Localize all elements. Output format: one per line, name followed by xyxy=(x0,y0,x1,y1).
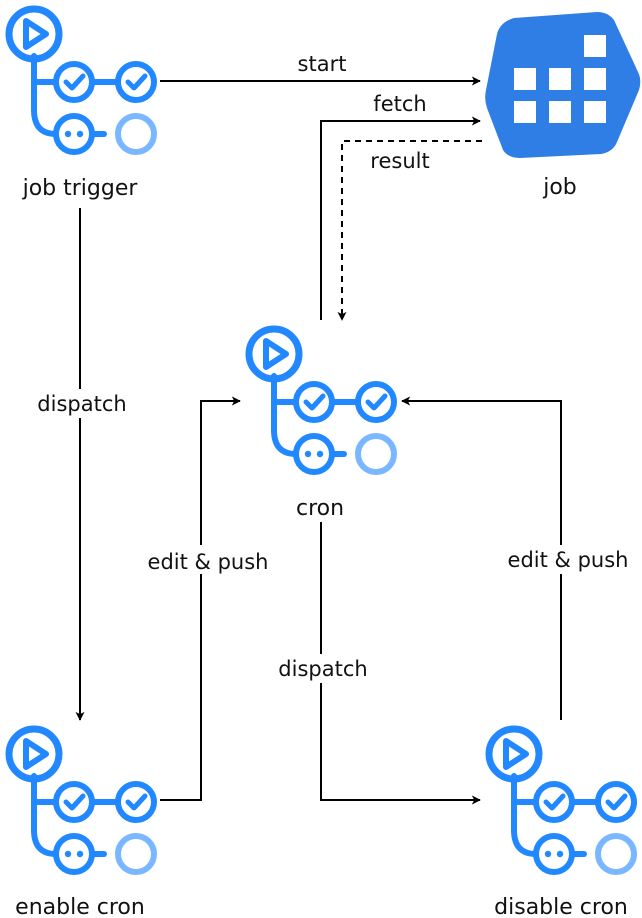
edge-label-edit-push-enable: edit & push xyxy=(148,550,269,574)
edge-label-result: result xyxy=(370,149,429,173)
branch-line xyxy=(31,79,59,137)
check-circle xyxy=(115,781,157,823)
progress-dot xyxy=(76,130,84,138)
branch-line xyxy=(511,799,539,857)
progress-dot xyxy=(64,130,72,138)
check-circle xyxy=(355,381,397,423)
workflow-icon xyxy=(5,725,157,875)
edge-label-dispatch-trigger: dispatch xyxy=(37,392,126,416)
node-label-cron: cron xyxy=(296,496,344,521)
node-enable-cron: enable cron xyxy=(5,725,157,918)
progress-dot xyxy=(556,850,564,858)
check-icon xyxy=(125,73,148,91)
progress-circle xyxy=(53,113,95,155)
check-icon xyxy=(125,793,148,811)
check-icon xyxy=(63,793,86,811)
node-label-enable-cron: enable cron xyxy=(15,895,145,918)
kubernetes-job-icon xyxy=(485,12,641,158)
node-job-trigger: job trigger xyxy=(5,5,157,201)
play-circle xyxy=(485,725,543,783)
progress-dot xyxy=(304,450,312,458)
edge-label-dispatch-cron: dispatch xyxy=(278,657,367,681)
edge-result: result xyxy=(337,140,482,321)
progress-circle xyxy=(533,833,575,875)
node-label-disable-cron: disable cron xyxy=(494,895,628,918)
play-icon xyxy=(23,18,49,50)
edge-edit-push-disable: edit & push xyxy=(401,396,629,720)
check-icon xyxy=(303,393,326,411)
node-job: job xyxy=(485,12,641,200)
check-circle xyxy=(115,61,157,103)
edge-label-edit-push-disable: edit & push xyxy=(508,548,629,572)
pending-circle xyxy=(115,833,157,875)
check-circle xyxy=(53,61,95,103)
check-circle xyxy=(53,781,95,823)
check-icon xyxy=(543,793,566,811)
check-icon xyxy=(605,793,628,811)
check-icon xyxy=(63,73,86,91)
edge-label-fetch: fetch xyxy=(373,92,426,116)
check-icon xyxy=(365,393,388,411)
pending-circle xyxy=(355,433,397,475)
job-cubes xyxy=(514,35,606,123)
check-circle xyxy=(293,381,335,423)
node-label-job-trigger: job trigger xyxy=(22,176,139,201)
play-circle xyxy=(245,325,303,383)
branch-line xyxy=(31,799,59,857)
edge-label-start: start xyxy=(298,52,347,76)
progress-dot xyxy=(76,850,84,858)
pending-circle xyxy=(115,113,157,155)
edge-dispatch-trigger: dispatch xyxy=(37,208,127,721)
branch-line xyxy=(271,399,299,457)
workflow-icon xyxy=(485,725,637,875)
check-circle xyxy=(595,781,637,823)
progress-dot xyxy=(64,850,72,858)
progress-dot xyxy=(544,850,552,858)
play-icon xyxy=(263,338,289,370)
edge-start: start xyxy=(160,52,481,86)
node-cron: cron xyxy=(245,325,397,521)
pending-circle xyxy=(595,833,637,875)
play-circle xyxy=(5,5,63,63)
edge-edit-push-enable: edit & push xyxy=(148,396,269,801)
edge-dispatch-cron: dispatch xyxy=(278,522,481,805)
progress-dot xyxy=(316,450,324,458)
node-disable-cron: disable cron xyxy=(485,725,637,918)
workflow-icon xyxy=(245,325,397,475)
edge-fetch: fetch xyxy=(320,92,481,320)
play-icon xyxy=(503,738,529,770)
play-icon xyxy=(23,738,49,770)
check-circle xyxy=(533,781,575,823)
progress-circle xyxy=(53,833,95,875)
progress-circle xyxy=(293,433,335,475)
play-circle xyxy=(5,725,63,783)
node-label-job: job xyxy=(542,175,577,200)
workflow-icon xyxy=(5,5,157,155)
